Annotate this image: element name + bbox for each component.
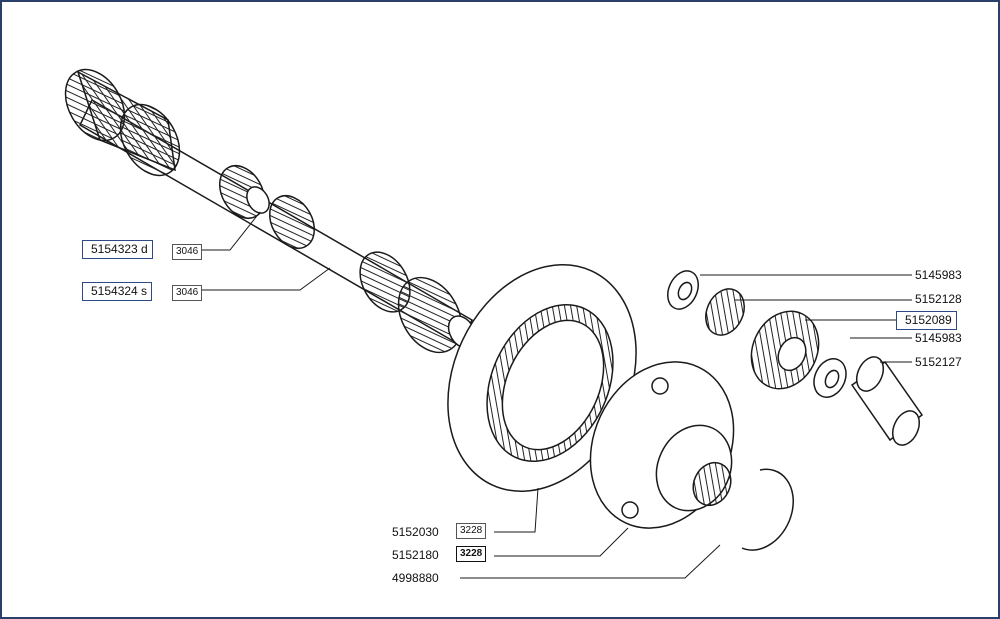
planet-gear — [750, 310, 820, 390]
label-5152128: 5152128 — [915, 292, 962, 306]
planet-carrier — [589, 361, 735, 529]
ref-box-3046-b: 3046 — [172, 285, 203, 301]
label-5152030: 5152030 — [392, 525, 439, 539]
label-5152089: 5152089 — [896, 311, 957, 330]
shaft-spline-near-end — [397, 276, 477, 354]
splined-shaft — [64, 68, 477, 354]
label-4998880: 4998880 — [392, 571, 439, 585]
planet-pin — [850, 356, 924, 446]
shaft-spline-large-end — [64, 68, 181, 177]
ref-box-3228-a: 3228 — [456, 523, 487, 539]
shaft-gear-small-1 — [218, 165, 270, 219]
ref-box-3046-a: 3046 — [172, 244, 203, 260]
leader-lines — [200, 211, 912, 579]
thrust-washer-2 — [813, 358, 847, 398]
thrust-washer-1 — [667, 270, 699, 310]
label-5154323: 5154323 d — [82, 240, 153, 259]
label-5145983-lower: 5145983 — [915, 331, 962, 345]
label-5152127: 5152127 — [915, 355, 962, 369]
ref-box-3228-b: 3228 — [456, 546, 487, 562]
label-5145983-upper: 5145983 — [915, 268, 962, 282]
ring-gear — [447, 264, 637, 492]
shaft-gear-small-2 — [268, 195, 316, 249]
needle-bearing — [705, 288, 745, 336]
snap-ring — [741, 468, 794, 551]
label-5152180: 5152180 — [392, 548, 439, 562]
label-5154324: 5154324 s — [82, 282, 153, 301]
